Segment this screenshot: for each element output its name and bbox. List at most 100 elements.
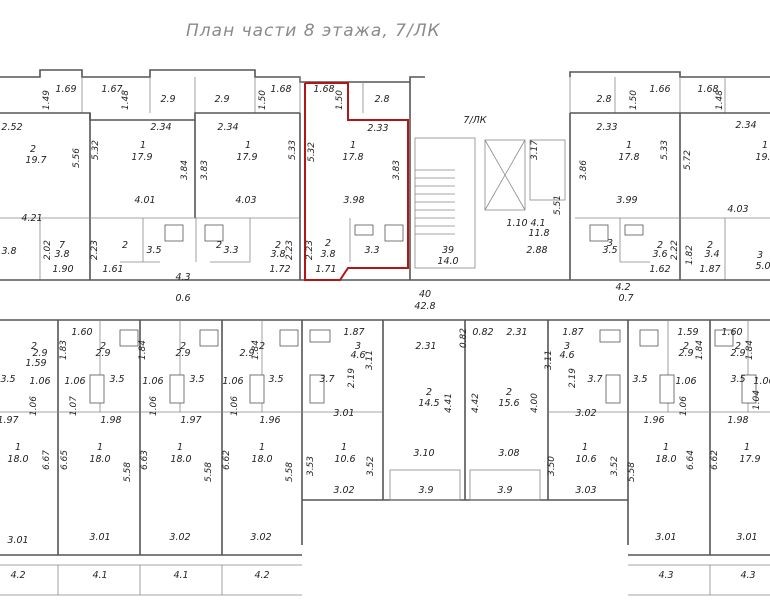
plan-label: 1.97 bbox=[0, 415, 19, 426]
plan-label: 2.33 bbox=[367, 123, 388, 134]
plan-label: 3.5 bbox=[146, 245, 161, 256]
plan-label: 3.03 bbox=[575, 485, 596, 496]
plan-label: 4.03 bbox=[727, 204, 748, 215]
plan-label: 3.4 bbox=[704, 249, 719, 260]
plan-label: 1.90 bbox=[52, 264, 73, 275]
plan-dimension-label: 1.50 bbox=[258, 90, 268, 110]
plan-label: 3.5 bbox=[632, 374, 647, 385]
plan-label: 1 bbox=[762, 140, 768, 151]
plan-dimension-label: 6.65 bbox=[60, 450, 70, 470]
plan-label: 4.3 bbox=[175, 272, 190, 283]
plan-label: 1.60 bbox=[71, 327, 92, 338]
plan-label: 17.9 bbox=[236, 152, 257, 163]
plan-label: 2.9 bbox=[214, 94, 229, 105]
plan-label: 1.87 bbox=[343, 327, 364, 338]
plan-label: 18.0 bbox=[655, 454, 676, 465]
plan-label: 17.8 bbox=[342, 152, 363, 163]
plan-label: 7 bbox=[59, 240, 65, 251]
plan-label: 17.8 bbox=[618, 152, 639, 163]
plan-dimension-label: 1.49 bbox=[42, 90, 52, 110]
plan-label: 18.0 bbox=[89, 454, 110, 465]
plan-dimension-label: 0.82 bbox=[459, 328, 469, 348]
plan-dimension-label: 4.41 bbox=[444, 393, 454, 413]
plan-dimension-label: 3.52 bbox=[366, 456, 376, 476]
plan-title: План части 8 этажа, 7/ЛК bbox=[186, 21, 441, 41]
plan-label: 4.03 bbox=[235, 195, 256, 206]
plan-label: 2 bbox=[426, 387, 432, 398]
plan-label: 1.68 bbox=[697, 84, 718, 95]
plan-label: 3.3 bbox=[364, 245, 379, 256]
plan-dimension-label: 1.04 bbox=[752, 390, 762, 410]
plan-label: 5.0 bbox=[755, 261, 770, 272]
plan-label: 3.5 bbox=[730, 374, 745, 385]
plan-label: 3.02 bbox=[575, 408, 596, 419]
plan-label: 3.5 bbox=[268, 374, 283, 385]
plan-label: 1.69 bbox=[55, 84, 76, 95]
lower-block-walls bbox=[0, 319, 770, 596]
plan-label: 2 bbox=[100, 341, 106, 352]
plan-label: 2 bbox=[657, 240, 663, 251]
plan-dimension-label: 3.52 bbox=[610, 456, 620, 476]
plan-dimension-label: 2.23 bbox=[90, 240, 100, 260]
plan-label: 18.0 bbox=[7, 454, 28, 465]
plan-label: 1.61 bbox=[102, 264, 123, 275]
plan-dimension-label: 5.32 bbox=[91, 140, 101, 160]
plan-label: 4.21 bbox=[21, 213, 42, 224]
plan-dimension-label: 3.50 bbox=[547, 456, 557, 476]
plan-dimension-label: 5.32 bbox=[307, 142, 317, 162]
plan-label: 10.6 bbox=[334, 454, 355, 465]
plan-label: 1.98 bbox=[727, 415, 748, 426]
plan-label: 1 bbox=[626, 140, 632, 151]
plan-label: 3.02 bbox=[250, 532, 271, 543]
plan-label: 2.52 bbox=[1, 122, 22, 133]
plan-label: 3.8 bbox=[1, 246, 16, 257]
plan-label: 1.59 bbox=[25, 358, 46, 369]
plan-dimension-label: 6.64 bbox=[686, 450, 696, 470]
plan-label: 1.10 bbox=[506, 218, 527, 229]
plan-dimension-label: 4.00 bbox=[530, 393, 540, 413]
plan-label: 2 bbox=[31, 341, 37, 352]
plan-label: 2.9 bbox=[32, 348, 47, 359]
plan-dimension-label: 5.56 bbox=[72, 148, 82, 168]
plan-label: 3.98 bbox=[343, 195, 364, 206]
plan-label: 2.9 bbox=[239, 348, 254, 359]
plan-dimension-label: 1.84 bbox=[745, 340, 755, 360]
plan-label: 1.06 bbox=[64, 376, 85, 387]
plan-label: 2.9 bbox=[160, 94, 175, 105]
plan-label: 3.10 bbox=[413, 448, 434, 459]
plan-label: 1.62 bbox=[649, 264, 670, 275]
plan-label: 1 bbox=[15, 442, 21, 453]
plan-label: 3.7 bbox=[319, 374, 334, 385]
plan-dimension-label: 3.83 bbox=[200, 160, 210, 180]
plan-label: 4.2 bbox=[254, 570, 269, 581]
plan-label: 2 bbox=[735, 341, 741, 352]
plan-label: 42.8 bbox=[414, 301, 435, 312]
plan-label: 3 bbox=[757, 250, 763, 261]
plan-label: 2.34 bbox=[150, 122, 171, 133]
plan-label: 4.01 bbox=[134, 195, 155, 206]
plan-label: 2 bbox=[122, 240, 128, 251]
plan-label: 2.9 bbox=[730, 348, 745, 359]
plan-dimension-label: 1.84 bbox=[695, 340, 705, 360]
plan-label: 2.9 bbox=[95, 348, 110, 359]
plan-label: 1.98 bbox=[100, 415, 121, 426]
plan-dimension-label: 5.58 bbox=[627, 462, 637, 482]
plan-label: 1.06 bbox=[29, 376, 50, 387]
plan-dimension-label: 1.50 bbox=[629, 90, 639, 110]
plan-label: 1 bbox=[177, 442, 183, 453]
plan-dimension-label: 5.33 bbox=[288, 140, 298, 160]
plan-label: 40 bbox=[419, 289, 431, 300]
plan-label: 3 bbox=[355, 341, 361, 352]
plan-label: 3.01 bbox=[333, 408, 354, 419]
plan-label: 3.9 bbox=[497, 485, 512, 496]
plan-label: 4.2 bbox=[10, 570, 25, 581]
plan-label: 1.06 bbox=[142, 376, 163, 387]
plan-label: 1.67 bbox=[101, 84, 122, 95]
plan-label: 4.6 bbox=[559, 350, 574, 361]
plan-dimension-label: 1.83 bbox=[59, 340, 69, 360]
plan-label: 19.5 bbox=[755, 152, 770, 163]
plan-label: 3.8 bbox=[54, 249, 69, 260]
plan-dimension-label: 5.72 bbox=[683, 150, 693, 170]
plan-label: 17.9 bbox=[131, 152, 152, 163]
